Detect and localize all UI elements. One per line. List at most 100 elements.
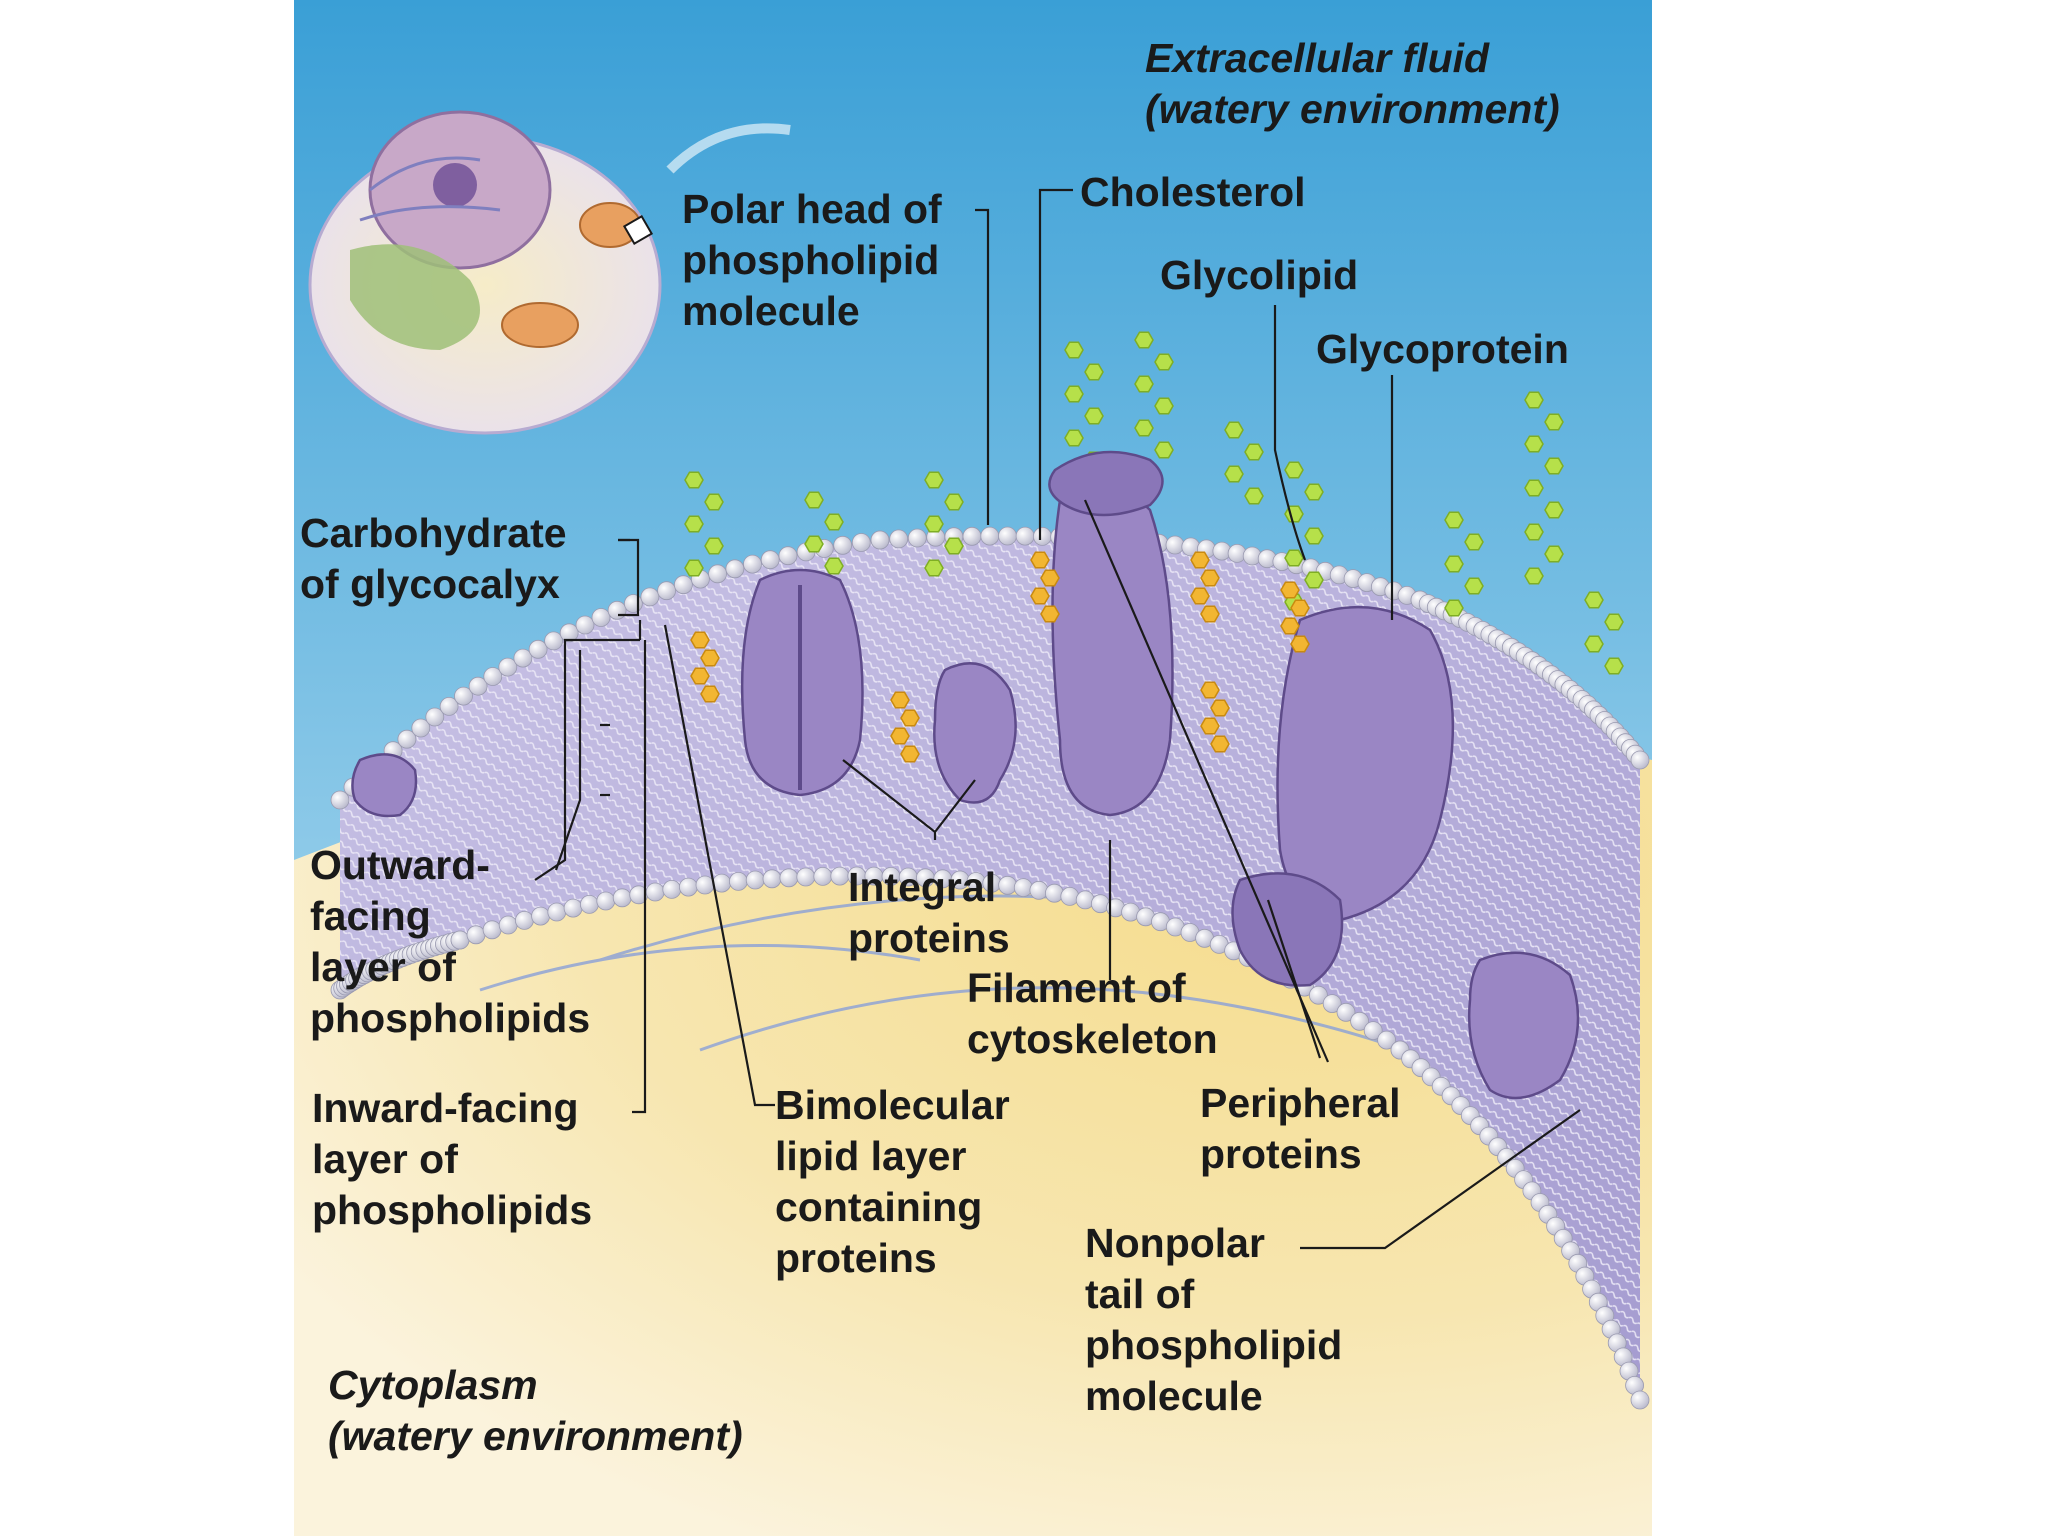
sugar-unit <box>1064 385 1084 403</box>
sugar-unit <box>1284 505 1304 523</box>
sugar-unit <box>1084 363 1104 381</box>
cholesterol-ring <box>1040 569 1060 587</box>
label-line: lipid layer <box>775 1133 967 1179</box>
proteins <box>351 450 1580 1100</box>
sugar-unit <box>1544 457 1564 475</box>
sugar-unit <box>1544 413 1564 431</box>
label-extracellular-fluid: Extracellular fluid (watery environment) <box>1145 33 1560 135</box>
sugar-unit <box>944 537 964 555</box>
phospholipid-head <box>998 526 1017 546</box>
phospholipid-heads-inner <box>330 866 1650 1410</box>
cholesterol-ring <box>700 649 720 667</box>
sugar-unit <box>1524 435 1544 453</box>
label-bimolecular: Bimolecular lipid layer containing prote… <box>775 1080 1010 1284</box>
nucleolus <box>433 163 477 207</box>
sugar-unit <box>1304 527 1324 545</box>
sugar-unit <box>1464 577 1484 595</box>
label-line: phospholipids <box>310 995 591 1041</box>
sugar-unit <box>924 471 944 489</box>
label-glycolipid: Glycolipid <box>1160 250 1358 301</box>
label-line: (watery environment) <box>1145 86 1560 132</box>
zoom-arrow <box>666 123 791 174</box>
sugar-unit <box>1524 567 1544 585</box>
label-line: containing <box>775 1184 983 1230</box>
sugar-unit <box>1134 375 1154 393</box>
label-line: Glycolipid <box>1160 252 1359 298</box>
label-inward-layer: Inward-facing layer of phospholipids <box>312 1083 592 1236</box>
sugar-unit <box>944 493 964 511</box>
phospholipid-head <box>1363 1021 1383 1040</box>
cholesterol-ring <box>1190 551 1210 569</box>
sugar-unit <box>704 537 724 555</box>
cholesterol-ring <box>700 685 720 703</box>
label-line: Peripheral <box>1200 1080 1401 1126</box>
label-line: Filament of <box>967 965 1186 1011</box>
phospholipid-head <box>454 686 473 706</box>
cholesterol-ring <box>900 709 920 727</box>
phospholipid-head <box>498 657 518 677</box>
mitochondrion-1 <box>501 302 579 348</box>
phospholipid-head <box>607 600 627 620</box>
sugar-unit <box>1524 479 1544 497</box>
golgi <box>350 244 480 350</box>
label-line: layer of <box>310 944 456 990</box>
phospholipid-head <box>645 882 665 902</box>
peripheral-protein-bottom <box>1231 872 1344 987</box>
label-filament: Filament of cytoskeleton <box>967 963 1218 1065</box>
label-line: Cholesterol <box>1080 169 1306 215</box>
label-line: cytoskeleton <box>967 1016 1218 1062</box>
label-line: proteins <box>775 1235 937 1281</box>
cholesterol-ring <box>1290 635 1310 653</box>
label-carbohydrate: Carbohydrate of glycocalyx <box>300 508 567 610</box>
label-nonpolar-tail: Nonpolar tail of phospholipid molecule <box>1085 1218 1342 1422</box>
phospholipid-head <box>612 888 632 908</box>
phospholipid-head <box>1045 883 1064 903</box>
label-cytoplasm: Cytoplasm (watery environment) <box>328 1360 743 1462</box>
phospholipid-head <box>397 729 417 749</box>
cholesterol-ring <box>1030 551 1050 569</box>
phospholipid-head <box>833 535 853 555</box>
sugar-unit <box>1604 613 1624 631</box>
label-line: tail of <box>1085 1271 1195 1317</box>
sugar-unit <box>804 491 824 509</box>
label-line: phospholipid <box>682 237 940 283</box>
sugar-unit <box>1304 571 1324 589</box>
cholesterol-ring <box>1200 717 1220 735</box>
sugar-unit <box>1304 483 1324 501</box>
label-line: Glycoprotein <box>1316 326 1569 372</box>
small-protein-left <box>351 753 418 818</box>
label-glycoprotein: Glycoprotein <box>1316 324 1569 375</box>
phospholipid-head <box>411 718 431 738</box>
phospholipid-head <box>1630 1390 1650 1410</box>
label-line: proteins <box>1200 1131 1362 1177</box>
cholesterol-ring <box>1200 681 1220 699</box>
phospholipid-head <box>980 526 1000 546</box>
phospholipid-head <box>1309 985 1328 1005</box>
label-line: Bimolecular <box>775 1082 1010 1128</box>
cholesterol-ring <box>1200 569 1220 587</box>
phospholipid-head <box>657 581 676 601</box>
phospholipid-head <box>591 608 611 627</box>
phospholipid-head <box>962 526 982 546</box>
phospholipid-head <box>1165 535 1185 555</box>
phospholipid-head <box>760 550 780 570</box>
phospholipid-head <box>640 587 660 607</box>
sugar-unit <box>1224 465 1244 483</box>
phospholipid-head <box>596 891 616 911</box>
phospholipid-heads-outer <box>330 526 1650 810</box>
sugar-unit <box>1584 591 1604 609</box>
phospholipid-head <box>870 530 890 550</box>
phospholipid-head <box>544 631 563 651</box>
phospholipid-head <box>330 790 350 810</box>
sugar-unit <box>1284 461 1304 479</box>
phospholipid-head <box>851 533 871 552</box>
phospholipid-head <box>513 648 533 668</box>
label-line: Outward- <box>310 842 490 888</box>
phospholipid-head <box>575 615 595 635</box>
sugar-unit <box>1524 391 1544 409</box>
phospholipid-head <box>743 554 762 574</box>
sugar-unit <box>1134 419 1154 437</box>
glycoprotein-body <box>1276 605 1455 922</box>
phospholipid-head <box>796 867 816 887</box>
